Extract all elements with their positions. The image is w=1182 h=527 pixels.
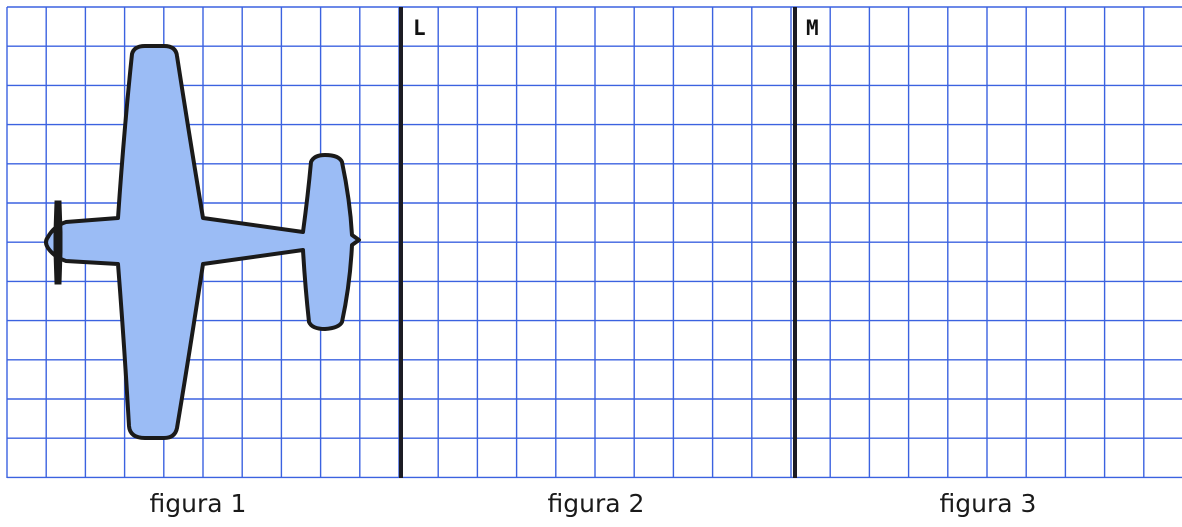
figure-3-caption: figura 3 [940,489,1037,518]
figure-2-caption: figura 2 [548,489,645,518]
figure-1-caption: figura 1 [150,489,247,518]
grid-paper [6,6,1182,479]
airplane-shape [44,44,361,440]
propeller [53,200,63,285]
airplane-icon [44,44,361,440]
line-l-label: L [413,16,426,40]
line-m-label: M [806,16,819,40]
